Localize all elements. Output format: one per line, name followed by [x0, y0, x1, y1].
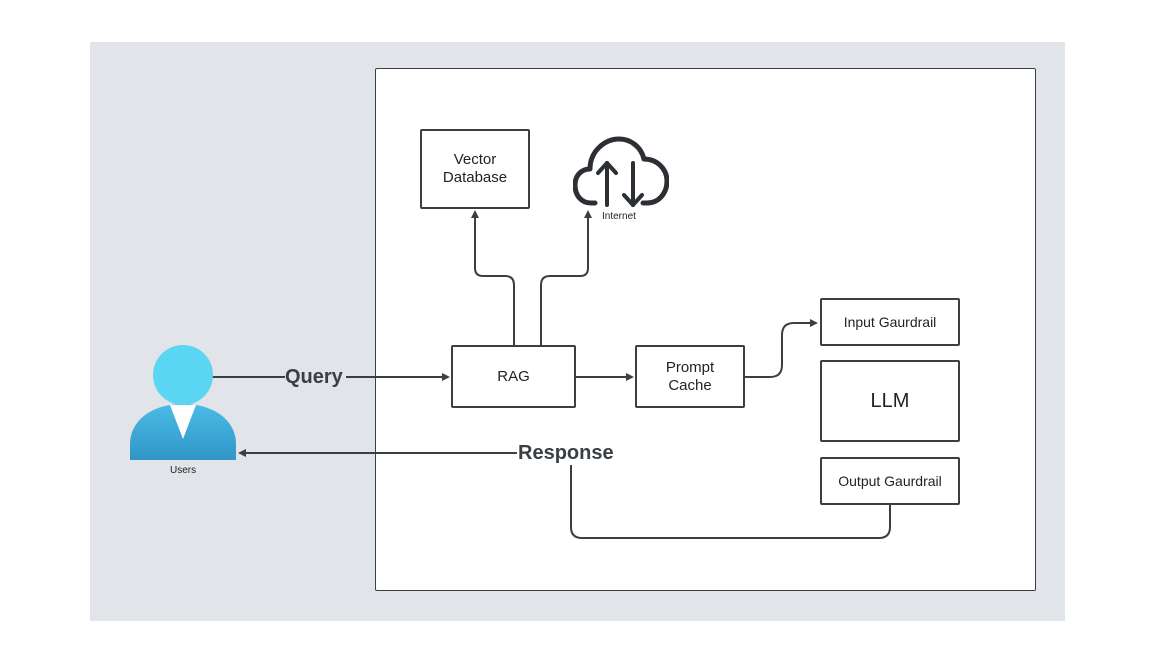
edge-prompt-cache-to-input-guardrail [745, 319, 818, 378]
input-guardrail-label: Input Gaurdrail [843, 314, 937, 330]
output-guardrail-label: Output Gaurdrail [838, 473, 942, 489]
prompt-cache-label-line1: Prompt [665, 358, 715, 376]
cloud-upload-download-icon [573, 136, 669, 207]
internet-label: Internet [602, 211, 636, 222]
vector-database-label-line1: Vector [453, 151, 497, 168]
users-label: Users [170, 465, 197, 476]
vector-database-label-line2: Database [442, 169, 508, 186]
edge-rag-to-vector-db [471, 210, 515, 345]
rag-node: RAG [451, 345, 576, 408]
rag-label: RAG [497, 367, 530, 385]
query-edge-label: Query [285, 366, 343, 388]
llm-node: LLM [820, 360, 960, 442]
input-guardrail-node: Input Gaurdrail [820, 298, 960, 346]
prompt-cache-label-line2: Cache [668, 376, 712, 394]
llm-label: LLM [870, 390, 910, 412]
vector-database-node: Vector Database [420, 129, 530, 209]
prompt-cache-node: Prompt Cache [635, 345, 745, 408]
output-guardrail-node: Output Gaurdrail [820, 457, 960, 505]
edge-output-guardrail-return [570, 465, 891, 539]
response-edge-label: Response [518, 442, 614, 464]
edge-rag-to-internet [540, 210, 592, 345]
user-icon [130, 345, 236, 460]
